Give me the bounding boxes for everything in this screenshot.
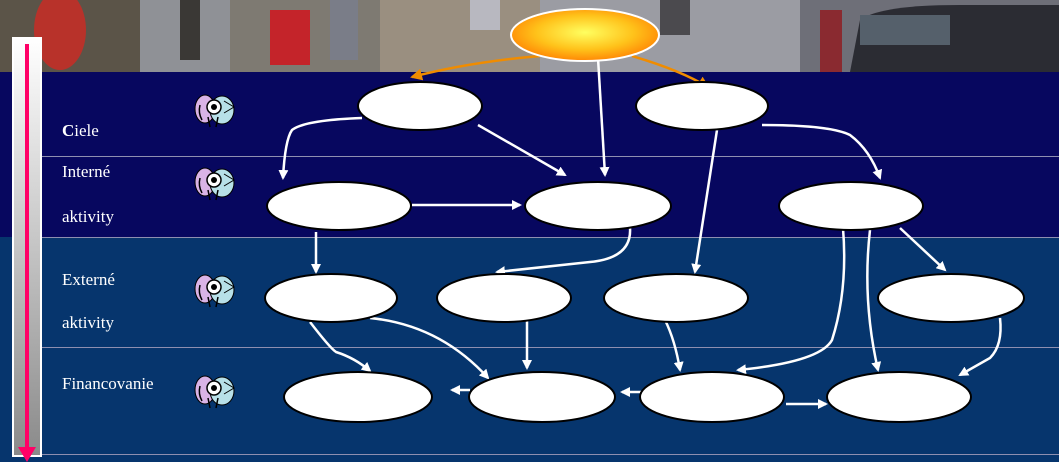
row-label-financovanie: Financovanie [62, 374, 154, 393]
people-scope-icon [194, 94, 235, 128]
node-finance [639, 371, 785, 423]
node-goal [357, 81, 483, 131]
node-internal [524, 181, 672, 231]
lower-band [0, 237, 1059, 462]
street-photo [0, 0, 1059, 72]
node-internal [266, 181, 412, 231]
arrow-connector [866, 229, 882, 372]
arrow-connector [691, 129, 719, 274]
arrow-connector [958, 317, 1002, 377]
row-label-externe-2: aktivity [62, 313, 114, 332]
arrow-connector [736, 227, 846, 375]
arrow-connector [369, 316, 490, 380]
row-label-externe: Externé [62, 270, 115, 289]
arrow-connector [899, 227, 947, 272]
arrow-connector [596, 57, 610, 177]
node-external [264, 273, 398, 323]
row-separator [40, 347, 1059, 348]
arrow-connector [477, 123, 567, 177]
node-internal [778, 181, 924, 231]
arrow-connector [761, 123, 883, 180]
row-label-interne-2: aktivity [62, 207, 114, 226]
timeline-arrowhead [18, 447, 36, 462]
arrow-connector [663, 319, 684, 372]
node-finance [283, 371, 433, 423]
node-external [436, 273, 572, 323]
root-node [510, 8, 660, 62]
row-separator [40, 156, 1059, 157]
street-photo-banner [0, 0, 1059, 72]
node-finance [468, 371, 616, 423]
people-scope-icon [194, 167, 235, 201]
node-external [877, 273, 1025, 323]
people-scope-icon [194, 274, 235, 308]
row-separator [40, 454, 1059, 455]
arrow-connector [309, 321, 372, 373]
row-label-interne: Interné [62, 162, 111, 181]
node-goal [635, 81, 769, 131]
node-external [603, 273, 749, 323]
arrow-orange [410, 54, 541, 81]
arrow-connector [278, 116, 363, 180]
row-separator [40, 237, 1059, 238]
node-finance [826, 371, 972, 423]
people-scope-icon [194, 375, 235, 409]
row-label-ciele: Ciele [62, 121, 99, 140]
arrow-connector [495, 227, 632, 277]
